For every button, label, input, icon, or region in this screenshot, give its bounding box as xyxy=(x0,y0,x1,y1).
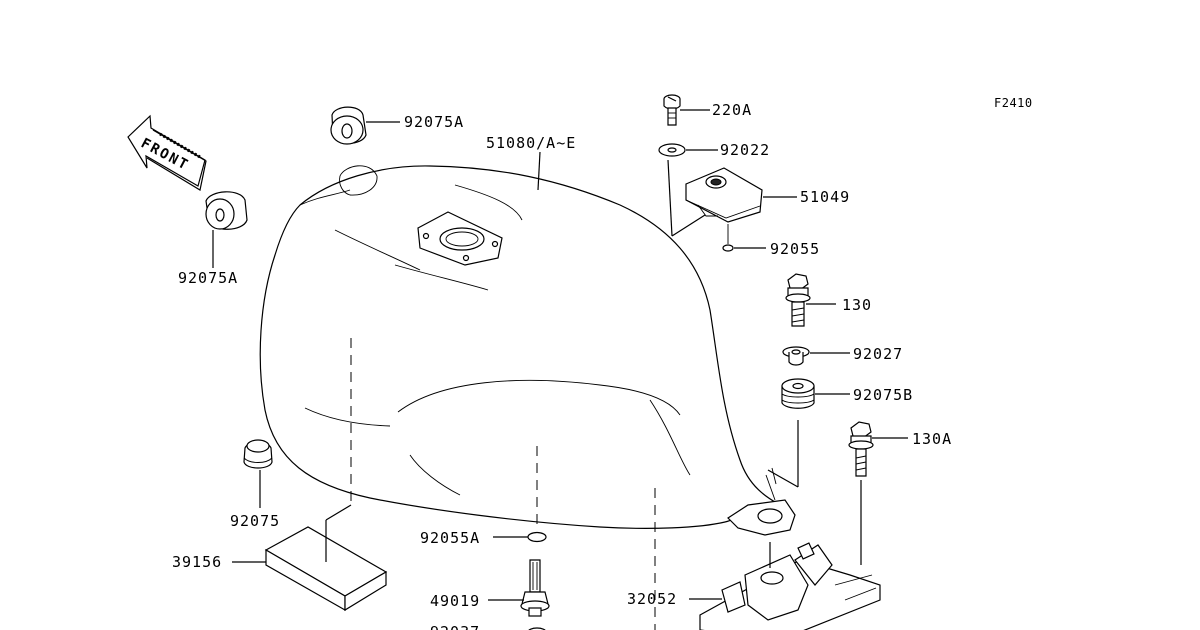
bolt-130 xyxy=(785,273,811,327)
mounting-bracket-32052 xyxy=(699,542,881,630)
washer-92022 xyxy=(658,143,686,157)
fuel-cap-51049 xyxy=(685,167,763,223)
label-220a: 220A xyxy=(712,101,752,119)
fuel-tank-51080 xyxy=(259,165,796,536)
label-130a: 130A xyxy=(912,430,952,448)
rubber-damper-92075a-top xyxy=(330,106,367,145)
label-51049: 51049 xyxy=(800,188,850,206)
fuel-cock-49019 xyxy=(520,559,550,617)
label-92075: 92075 xyxy=(230,512,280,530)
label-92075a-top: 92075A xyxy=(404,113,464,131)
label-49019: 49019 xyxy=(430,592,480,610)
label-92037-cut: 92037 xyxy=(430,623,480,630)
label-32052: 32052 xyxy=(627,590,677,608)
label-39156: 39156 xyxy=(172,553,222,571)
label-92075b: 92075B xyxy=(853,386,913,404)
o-ring-92055a xyxy=(527,531,547,543)
label-92075a-left: 92075A xyxy=(178,269,238,287)
label-130: 130 xyxy=(842,296,872,314)
collar-92027 xyxy=(782,346,810,366)
o-ring-92055 xyxy=(722,244,734,252)
bolt-130a xyxy=(848,421,874,477)
screw-220a xyxy=(663,94,681,126)
front-arrow-icon: FRONT xyxy=(127,114,207,191)
label-51080: 51080/A~E xyxy=(486,134,576,152)
label-92055a: 92055A xyxy=(420,529,480,547)
label-92022: 92022 xyxy=(720,141,770,159)
label-92027: 92027 xyxy=(853,345,903,363)
figure-code: F2410 xyxy=(994,96,1033,110)
label-92055: 92055 xyxy=(770,240,820,258)
grommet-92075 xyxy=(243,439,273,469)
rubber-damper-92075b xyxy=(781,378,815,409)
rubber-damper-92075a-left xyxy=(205,191,248,230)
